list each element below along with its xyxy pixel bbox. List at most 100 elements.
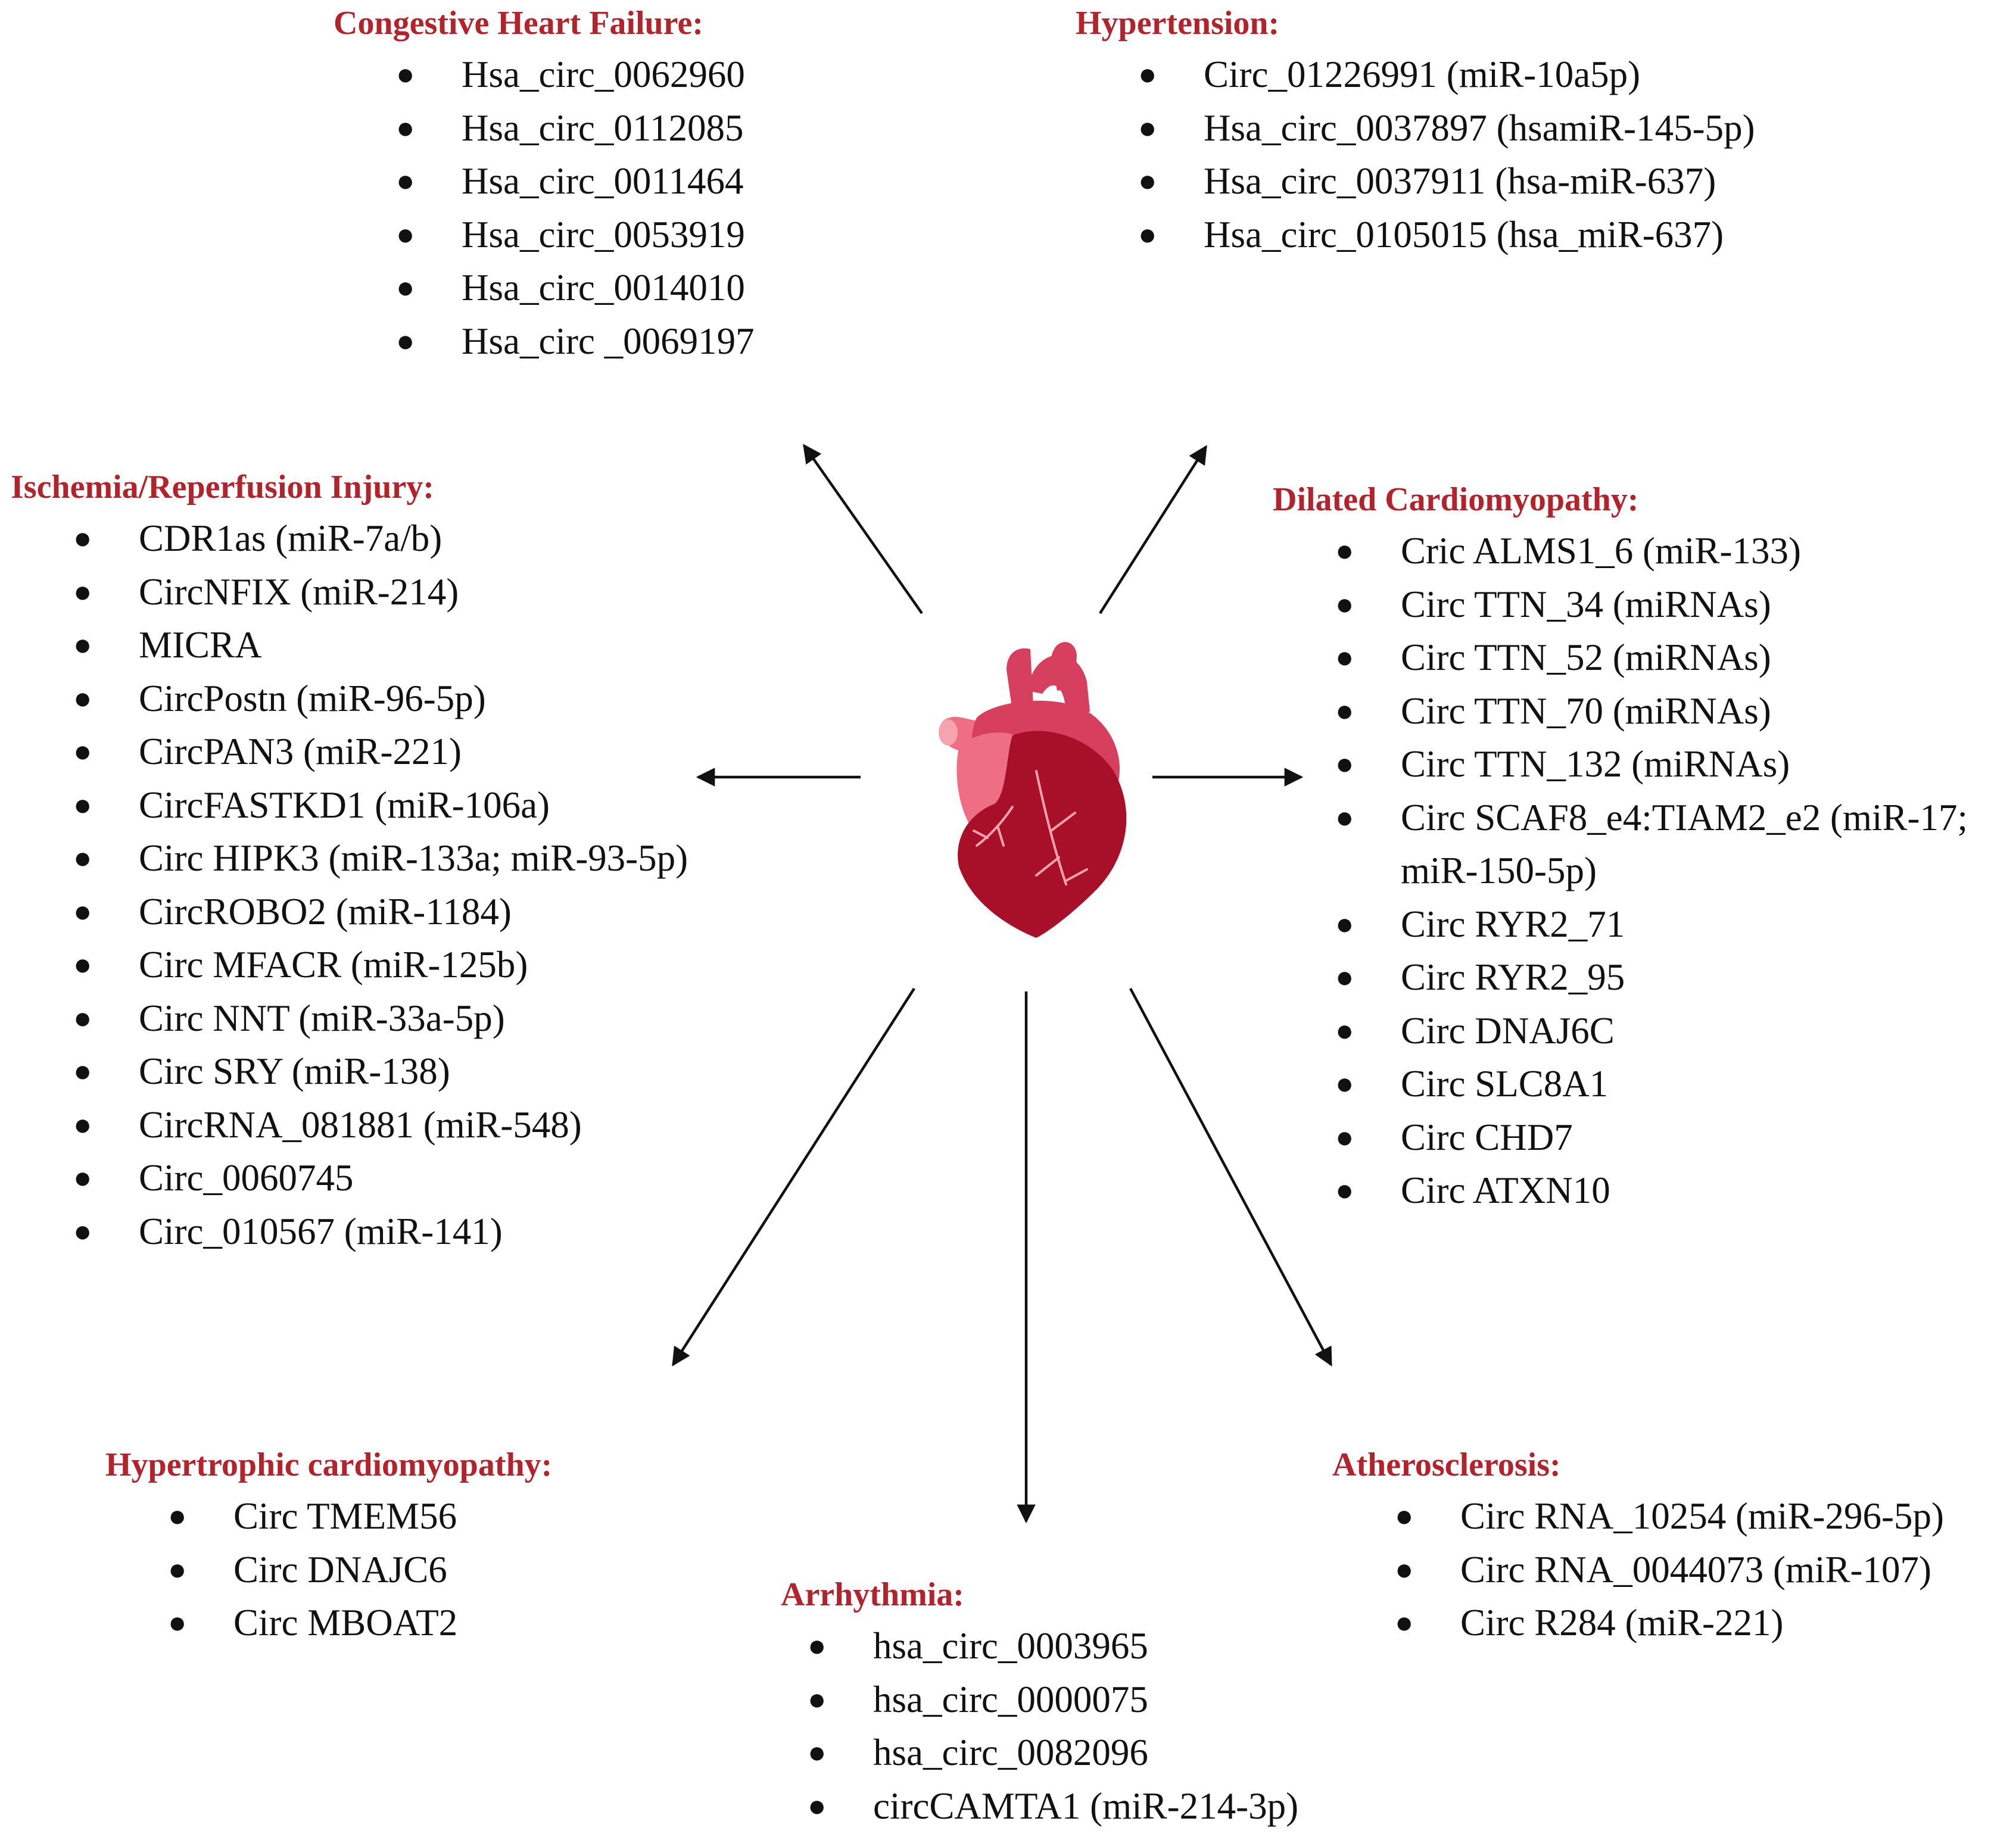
item-text: Circ R284 (miR-221) bbox=[1460, 1602, 1784, 1644]
item-list: ●CDR1as (miR-7a/b)●CircNFIX (miR-214)●MI… bbox=[11, 512, 688, 1258]
heart-coronary-7 bbox=[973, 829, 989, 839]
list-item: ●Circ NNT (miR-33a-5p) bbox=[11, 992, 688, 1046]
item-text: CircRNA_081881 (miR-548) bbox=[139, 1103, 582, 1146]
list-item: ●CircNFIX (miR-214) bbox=[11, 566, 688, 619]
item-text: Circ HIPK3 (miR-133a; miR-93-5p) bbox=[139, 837, 688, 880]
item-list: ●Circ TMEM56●Circ DNAJC6●Circ MBOAT2 bbox=[105, 1490, 552, 1650]
group-title: Hypertrophic cardiomyopathy: bbox=[105, 1446, 553, 1483]
item-list: ●Circ RNA_10254 (miR-296-5p)●Circ RNA_00… bbox=[1332, 1490, 1984, 1650]
item-text: Circ SLC8A1 bbox=[1401, 1063, 1609, 1105]
bullet-icon: ● bbox=[73, 522, 92, 556]
list-item: ● Circ CHD7 bbox=[1273, 1111, 2014, 1165]
list-item: ●Circ RNA_10254 (miR-296-5p) bbox=[1332, 1490, 1984, 1543]
list-item: ● Circ_0060745 bbox=[11, 1152, 688, 1205]
item-text: hsa_circ_0000075 bbox=[873, 1678, 1148, 1720]
item-text: CircPostn (miR-96-5p) bbox=[139, 677, 486, 719]
list-item: ● Circ HIPK3 (miR-133a; miR-93-5p) bbox=[11, 832, 688, 885]
item-list: ●Hsa_circ_0062960●Hsa_circ_0112085●Hsa_c… bbox=[334, 48, 755, 368]
bullet-icon: ● bbox=[396, 217, 415, 252]
item-text: CircROBO2 (miR-1184) bbox=[139, 890, 512, 933]
bullet-icon: ● bbox=[1335, 1067, 1354, 1102]
heart-vessel-opening bbox=[939, 719, 958, 746]
heart-coronary-6 bbox=[996, 825, 1005, 847]
bullet-icon: ● bbox=[73, 841, 92, 876]
item-text: Circ CHD7 bbox=[1401, 1116, 1573, 1158]
item-text: Cric ALMS1_6 (miR-133) bbox=[1401, 530, 1801, 572]
bullet-icon: ● bbox=[168, 1606, 187, 1641]
list-item: ● Circ MBOAT2 bbox=[105, 1596, 552, 1650]
bullet-icon: ● bbox=[73, 788, 92, 822]
item-text: Hsa_circ_0037911 (hsa-miR-637) bbox=[1204, 160, 1716, 202]
item-text: Circ TTN_70 (miRNAs) bbox=[1401, 690, 1771, 732]
arrow-to-hypertrophic-cardiomyopathy bbox=[672, 987, 915, 1367]
item-text: Circ SCAF8_e4:TIAM2_e2 (miR-17; miR-150-… bbox=[1401, 796, 1968, 892]
bullet-icon: ● bbox=[73, 1214, 92, 1249]
item-text: Hsa_circ_0011464 bbox=[462, 160, 744, 202]
bullet-icon: ● bbox=[808, 1789, 827, 1823]
list-item: ● Cric ALMS1_6 (miR-133) bbox=[1273, 525, 2014, 578]
item-text: Hsa_circ_0053919 bbox=[462, 213, 745, 255]
bullet-icon: ● bbox=[1335, 694, 1354, 728]
item-text: Circ_010567 (miR-141) bbox=[139, 1210, 503, 1252]
list-item: ● Hsa_circ_0037911 (hsa-miR-637) bbox=[1076, 155, 1755, 208]
bullet-icon: ● bbox=[73, 681, 92, 716]
list-item: ● Circ_010567 (miR-141) bbox=[11, 1205, 688, 1259]
item-text: Hsa_circ_0062960 bbox=[462, 54, 745, 96]
list-item: ●Circ TTN_34 (miRNAs) bbox=[1273, 578, 2014, 632]
item-text: CDR1as (miR-7a/b) bbox=[139, 517, 443, 560]
bullet-icon: ● bbox=[73, 1161, 92, 1196]
bullet-icon: ● bbox=[1335, 534, 1354, 569]
item-text: Circ ATXN10 bbox=[1401, 1170, 1610, 1212]
arrow-to-congestive-heart-failure bbox=[803, 444, 923, 615]
bullet-icon: ● bbox=[73, 1108, 92, 1142]
item-text: Circ MBOAT2 bbox=[233, 1602, 458, 1644]
item-text: hsa_circ_0082096 bbox=[873, 1732, 1148, 1774]
bullet-icon: ● bbox=[1335, 1120, 1354, 1155]
item-text: Circ RNA_0044073 (miR-107) bbox=[1460, 1548, 1931, 1591]
bullet-icon: ● bbox=[73, 1001, 92, 1036]
bullet-icon: ● bbox=[1395, 1552, 1414, 1587]
group-title: Hypertension: bbox=[1076, 5, 1280, 42]
list-item: ● CircRNA_081881 (miR-548) bbox=[11, 1099, 688, 1152]
item-text: Hsa_circ_0105015 (hsa_miR-637) bbox=[1204, 213, 1724, 255]
list-item: ●CircROBO2 (miR-1184) bbox=[11, 885, 688, 939]
item-list: ●hsa_circ_0003965●hsa_circ_0000075●hsa_c… bbox=[781, 1620, 1298, 1833]
item-text: Hsa_circ_0112085 bbox=[462, 107, 744, 149]
list-item: ●Hsa_circ_0037897 (hsamiR-145-5p) bbox=[1076, 102, 1755, 155]
group-hypertrophic-cardiomyopathy: Hypertrophic cardiomyopathy: ●Circ TMEM5… bbox=[105, 1445, 552, 1650]
list-item: ● circCAMTA1 (miR-214-3p) bbox=[781, 1780, 1298, 1833]
item-text: Circ_0060745 bbox=[139, 1157, 354, 1199]
heart-ventricles bbox=[958, 731, 1127, 938]
item-text: Circ SRY (miR-138) bbox=[139, 1050, 450, 1093]
list-item: ●Circ R284 (miR-221) bbox=[1332, 1596, 1984, 1650]
list-item: ●Circ SRY (miR-138) bbox=[11, 1045, 688, 1099]
item-text: Circ TTN_34 (miRNAs) bbox=[1401, 583, 1771, 625]
item-text: circCAMTA1 (miR-214-3p) bbox=[873, 1785, 1299, 1827]
item-text: Circ TTN_52 (miRNAs) bbox=[1401, 637, 1771, 679]
bullet-icon: ● bbox=[1395, 1499, 1414, 1534]
list-item: ● CircPostn (miR-96-5p) bbox=[11, 672, 688, 726]
bullet-icon: ● bbox=[396, 58, 415, 92]
list-item: ●Hsa_circ _0069197 bbox=[334, 315, 755, 369]
item-text: CircNFIX (miR-214) bbox=[139, 570, 459, 613]
list-item: ●Circ TTN_52 (miRNAs) bbox=[1273, 631, 2014, 685]
bullet-icon: ● bbox=[1138, 164, 1157, 199]
bullet-icon: ● bbox=[73, 948, 92, 983]
group-dilated-cardiomyopathy: Dilated Cardiomyopathy: ●Cric ALMS1_6 (m… bbox=[1273, 480, 2014, 1218]
bullet-icon: ● bbox=[808, 1629, 827, 1664]
group-arrhythmia: Arrhythmia: ●hsa_circ_0003965●hsa_circ_0… bbox=[781, 1575, 1298, 1833]
list-item: ●Hsa_circ_0112085 bbox=[334, 102, 755, 155]
item-text: Circ RYR2_95 bbox=[1401, 956, 1625, 999]
list-item: ●Circ SCAF8_e4:TIAM2_e2 (miR-17; miR-150… bbox=[1273, 791, 2014, 898]
item-text: Circ_01226991 (miR-10a5p) bbox=[1204, 54, 1641, 96]
bullet-icon: ● bbox=[1138, 217, 1157, 252]
list-item: ●Hsa_circ_0014010 bbox=[334, 261, 755, 315]
group-atherosclerosis: Atherosclerosis: ●Circ RNA_10254 (miR-29… bbox=[1332, 1445, 1984, 1650]
group-hypertension: Hypertension: ● Circ_01226991 (miR-10a5p)… bbox=[1076, 4, 1755, 261]
list-item: ●hsa_circ_0000075 bbox=[781, 1673, 1298, 1727]
list-item: ●Circ TMEM56 bbox=[105, 1490, 552, 1543]
list-item: ●Circ MFACR (miR-125b) bbox=[11, 938, 688, 992]
list-item: ● Circ RNA_0044073 (miR-107) bbox=[1332, 1543, 1984, 1597]
item-text: MICRA bbox=[139, 624, 262, 666]
heart-coronary-5 bbox=[976, 806, 1014, 847]
